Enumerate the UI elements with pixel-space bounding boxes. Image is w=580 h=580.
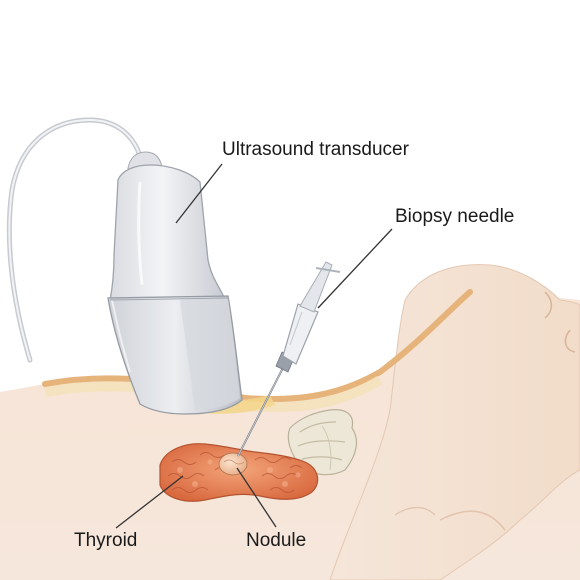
skin-surface: [42, 289, 473, 403]
chin-line: [394, 506, 436, 516]
biopsy-needle: [237, 261, 341, 457]
label-biopsy-needle: Biopsy needle: [395, 206, 515, 227]
head-profile: [329, 264, 580, 580]
trachea: [287, 409, 358, 476]
ultrasound-transducer: [107, 151, 243, 415]
leader-line-needle: [317, 228, 393, 309]
label-nodule: Nodule: [246, 530, 307, 551]
label-thyroid: Thyroid: [74, 530, 138, 551]
leader-line-nodule: [236, 467, 277, 528]
nodule: [218, 452, 248, 476]
leader-line-thyroid: [115, 475, 184, 529]
label-ultrasound-transducer: Ultrasound transducer: [222, 139, 409, 160]
leader-line-transducer: [175, 163, 223, 224]
jaw-line: [439, 510, 506, 531]
face-detail: [544, 291, 576, 353]
